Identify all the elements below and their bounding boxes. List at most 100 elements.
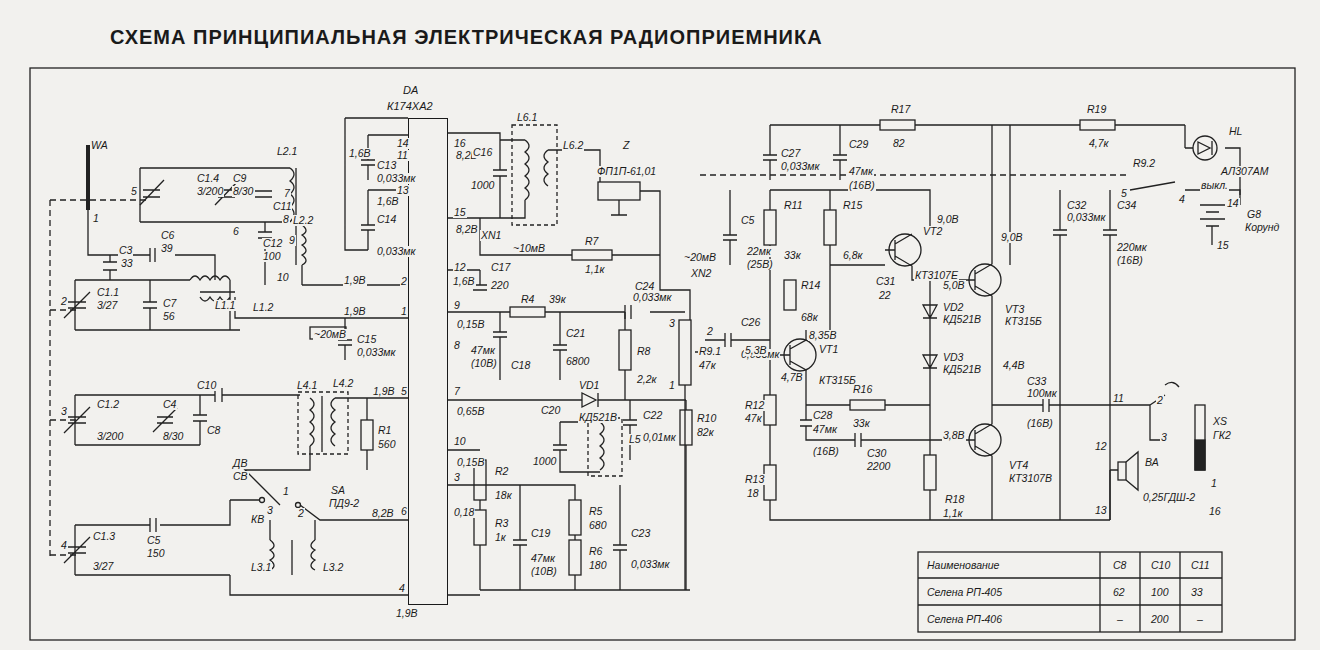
part-label: 15 (1216, 240, 1230, 251)
part-label: C1.2 (96, 399, 120, 410)
part-label: ВА (1144, 457, 1160, 468)
table-cell: 62 (1112, 587, 1126, 598)
part-label: VT4 (1008, 460, 1029, 471)
part-label: (16В) (1026, 418, 1054, 429)
part-label: C33 (1026, 376, 1047, 387)
part-label: C24 (634, 281, 655, 292)
part-label: 100мк (1026, 388, 1058, 399)
part-label: 1,1к (942, 508, 964, 519)
part-label: C31 (875, 276, 896, 287)
part-label: XN1 (480, 230, 502, 241)
capacitor-symbol (625, 305, 631, 319)
coil-symbol (190, 276, 300, 330)
trimmer-capacitor (153, 408, 177, 432)
capacitor-symbol (493, 312, 567, 380)
part-label: R13 (744, 474, 765, 485)
part-label: R3 (494, 518, 509, 529)
capacitor-symbol (150, 518, 156, 532)
table-cell: – (1116, 614, 1124, 625)
part-label: L1.1 (214, 300, 236, 311)
part-label: 10 (276, 272, 290, 283)
part-label: 0,033мк (780, 161, 820, 172)
part-label: 3 (1160, 432, 1168, 443)
capacitor-symbol (763, 125, 847, 180)
part-label: R17 (890, 104, 911, 115)
part-label: R6 (588, 546, 603, 557)
part-label: C22 (642, 410, 663, 421)
resistor-symbol (764, 465, 776, 500)
part-label: 10 (453, 436, 467, 447)
part-label: R12 (744, 400, 765, 411)
part-label: 5 (400, 386, 408, 397)
variable-capacitor (140, 180, 164, 205)
part-label: G8 (1246, 209, 1262, 220)
part-label: 3,8В (942, 430, 966, 441)
part-label: 3/27 (96, 300, 118, 311)
diagram-title: СХЕМА ПРИНЦИПИАЛЬНАЯ ЭЛЕКТРИЧЕСКАЯ РАДИО… (110, 26, 823, 49)
part-label: 5 (130, 186, 138, 197)
part-label: 680 (588, 520, 608, 531)
capacitor-symbol (1053, 190, 1117, 520)
part-label: 1,6В (376, 196, 400, 207)
transistor-symbol (930, 405, 992, 520)
part-label: 1 (92, 213, 100, 224)
part-label: C20 (540, 405, 561, 416)
part-label: 0,033мк (630, 559, 670, 570)
part-label: 1,1к (584, 264, 606, 275)
part-label: 1,6В (452, 276, 476, 287)
ic-package: DAК174ХА2 (408, 118, 448, 605)
part-label: 1,9В (343, 275, 367, 286)
part-label: 22мк (746, 246, 772, 257)
part-label: L4.2 (332, 378, 354, 389)
resistor-symbol (764, 395, 776, 425)
capacitor-symbol (623, 400, 686, 590)
resistor-symbol (1080, 120, 1115, 130)
part-label: C9 (232, 173, 247, 184)
part-label: 1,9В (343, 306, 367, 317)
part-label: КД521В (942, 364, 982, 375)
part-label: СВ (232, 471, 249, 482)
part-label: 0,18 (453, 507, 475, 518)
part-label: 15 (453, 207, 467, 218)
antenna-symbol (86, 145, 90, 210)
part-label: 4 (398, 583, 406, 594)
capacitor-symbol (143, 280, 157, 330)
filter-symbol (598, 182, 640, 200)
part-label: 9 (453, 300, 461, 311)
part-label: C11 (272, 201, 292, 212)
part-label: 4,4В (1002, 360, 1026, 371)
part-label: 8/30 (162, 431, 184, 442)
part-label: 47к (698, 360, 717, 371)
diode-symbol (923, 280, 937, 520)
part-label: R18 (944, 494, 965, 505)
part-label: C1.3 (92, 531, 116, 542)
part-label: 6800 (565, 356, 590, 367)
part-label: 1 (400, 306, 408, 317)
part-label: 47мк (848, 166, 874, 177)
part-label: R1 (377, 425, 392, 436)
resistor-symbol (764, 210, 776, 245)
part-label: 2 (60, 296, 68, 307)
part-label: C1.4 (196, 173, 220, 184)
resistor-symbol (510, 307, 545, 317)
part-label: L5 (628, 434, 642, 445)
led-symbol (1185, 125, 1212, 155)
part-label: R5 (588, 506, 603, 517)
part-label: 1000 (470, 180, 495, 191)
part-label: АЛ307АМ (1220, 166, 1269, 177)
wire (300, 318, 408, 360)
part-label: (10В) (470, 358, 498, 369)
part-label: C12 (262, 238, 283, 249)
coil-symbol (296, 168, 306, 285)
part-label: 8,35В (808, 330, 837, 341)
table-cell: Селена РП-406 (926, 614, 1003, 625)
part-label: R10 (696, 413, 717, 424)
part-label: 180 (588, 560, 608, 571)
part-label: 5,3В (744, 345, 768, 356)
part-label: C15 (356, 334, 377, 345)
part-label: 0,033мк (376, 173, 416, 184)
transistor-symbol (770, 330, 806, 390)
part-label: ~20мВ (683, 252, 717, 263)
part-label: 3/200 (96, 431, 124, 442)
part-label: 0,65В (456, 406, 485, 417)
